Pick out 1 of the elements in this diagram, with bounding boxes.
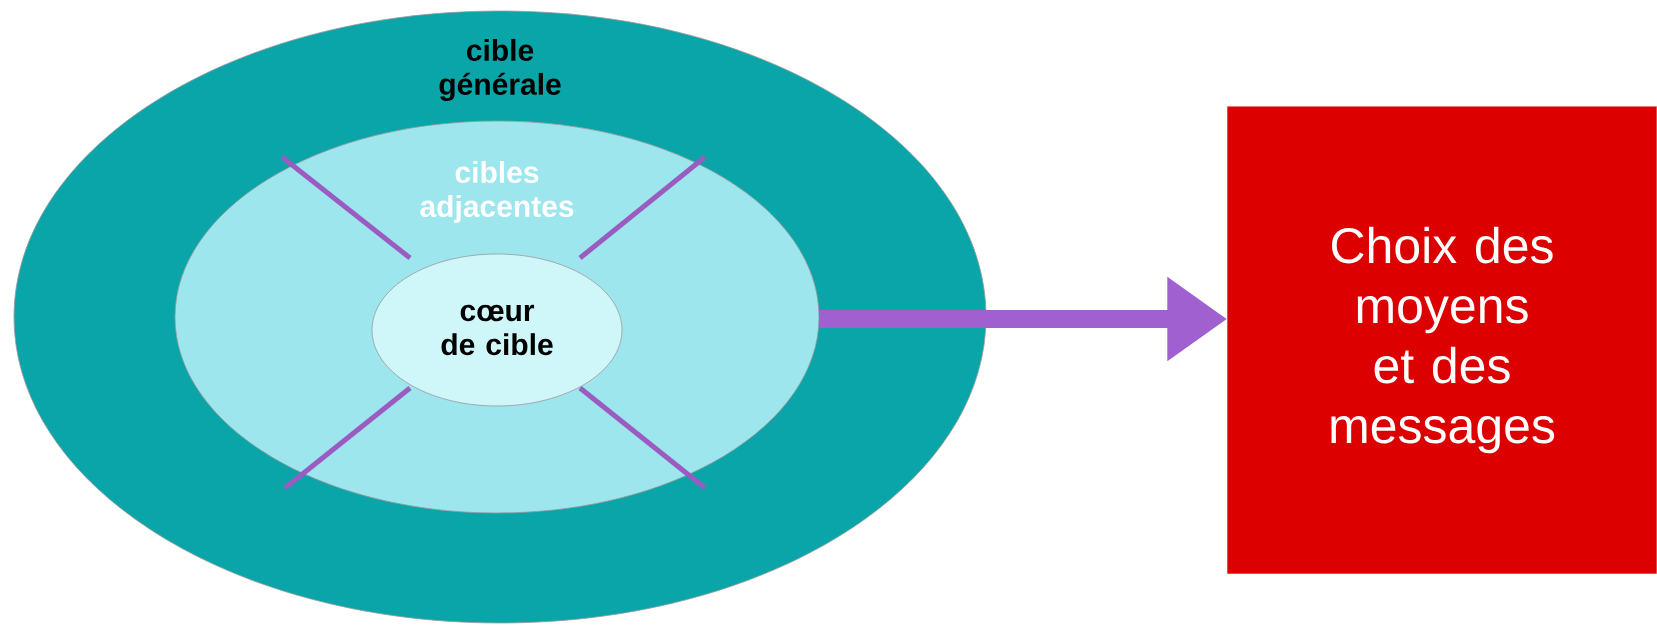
message-box: Choix des moyens et des messages <box>1227 106 1657 574</box>
